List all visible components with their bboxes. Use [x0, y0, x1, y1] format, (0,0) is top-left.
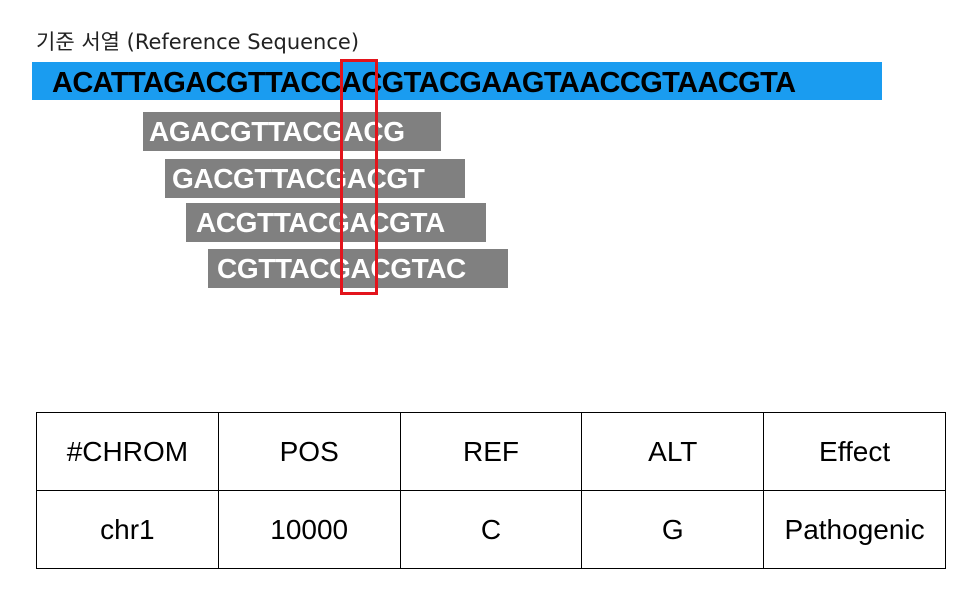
table-row: chr1 10000 C G Pathogenic: [36, 490, 946, 569]
read-bar: [208, 249, 508, 288]
column-header-alt: ALT: [581, 412, 765, 491]
reference-bar: [32, 62, 882, 100]
read-sequence: AGACGTTACGACG: [149, 116, 405, 147]
variant-highlight-box: [340, 59, 378, 295]
column-header-effect: Effect: [763, 412, 946, 491]
cell-effect: Pathogenic: [763, 490, 946, 569]
column-header-ref: REF: [399, 412, 583, 491]
reference-label: 기준 서열 (Reference Sequence): [36, 30, 360, 54]
column-header-pos: POS: [217, 412, 401, 491]
read-bar: [165, 159, 465, 198]
cell-chrom: chr1: [36, 490, 219, 569]
variant-table: #CHROM POS REF ALT Effect chr1 10000 C G…: [36, 412, 946, 569]
read-sequence: GACGTTACGACGT: [172, 163, 425, 194]
reference-sequence: ACATTAGACGTTACCACGTACGAAGTAACCGTAACGTA: [52, 67, 796, 99]
table-header-row: #CHROM POS REF ALT Effect: [36, 412, 946, 491]
read-sequence: ACGTTACGACGTA: [196, 207, 445, 238]
cell-pos: 10000: [217, 490, 401, 569]
read-bar: [143, 112, 441, 151]
cell-alt: G: [581, 490, 765, 569]
column-header-chrom: #CHROM: [36, 412, 219, 491]
read-bar: [186, 203, 486, 242]
cell-ref: C: [399, 490, 583, 569]
